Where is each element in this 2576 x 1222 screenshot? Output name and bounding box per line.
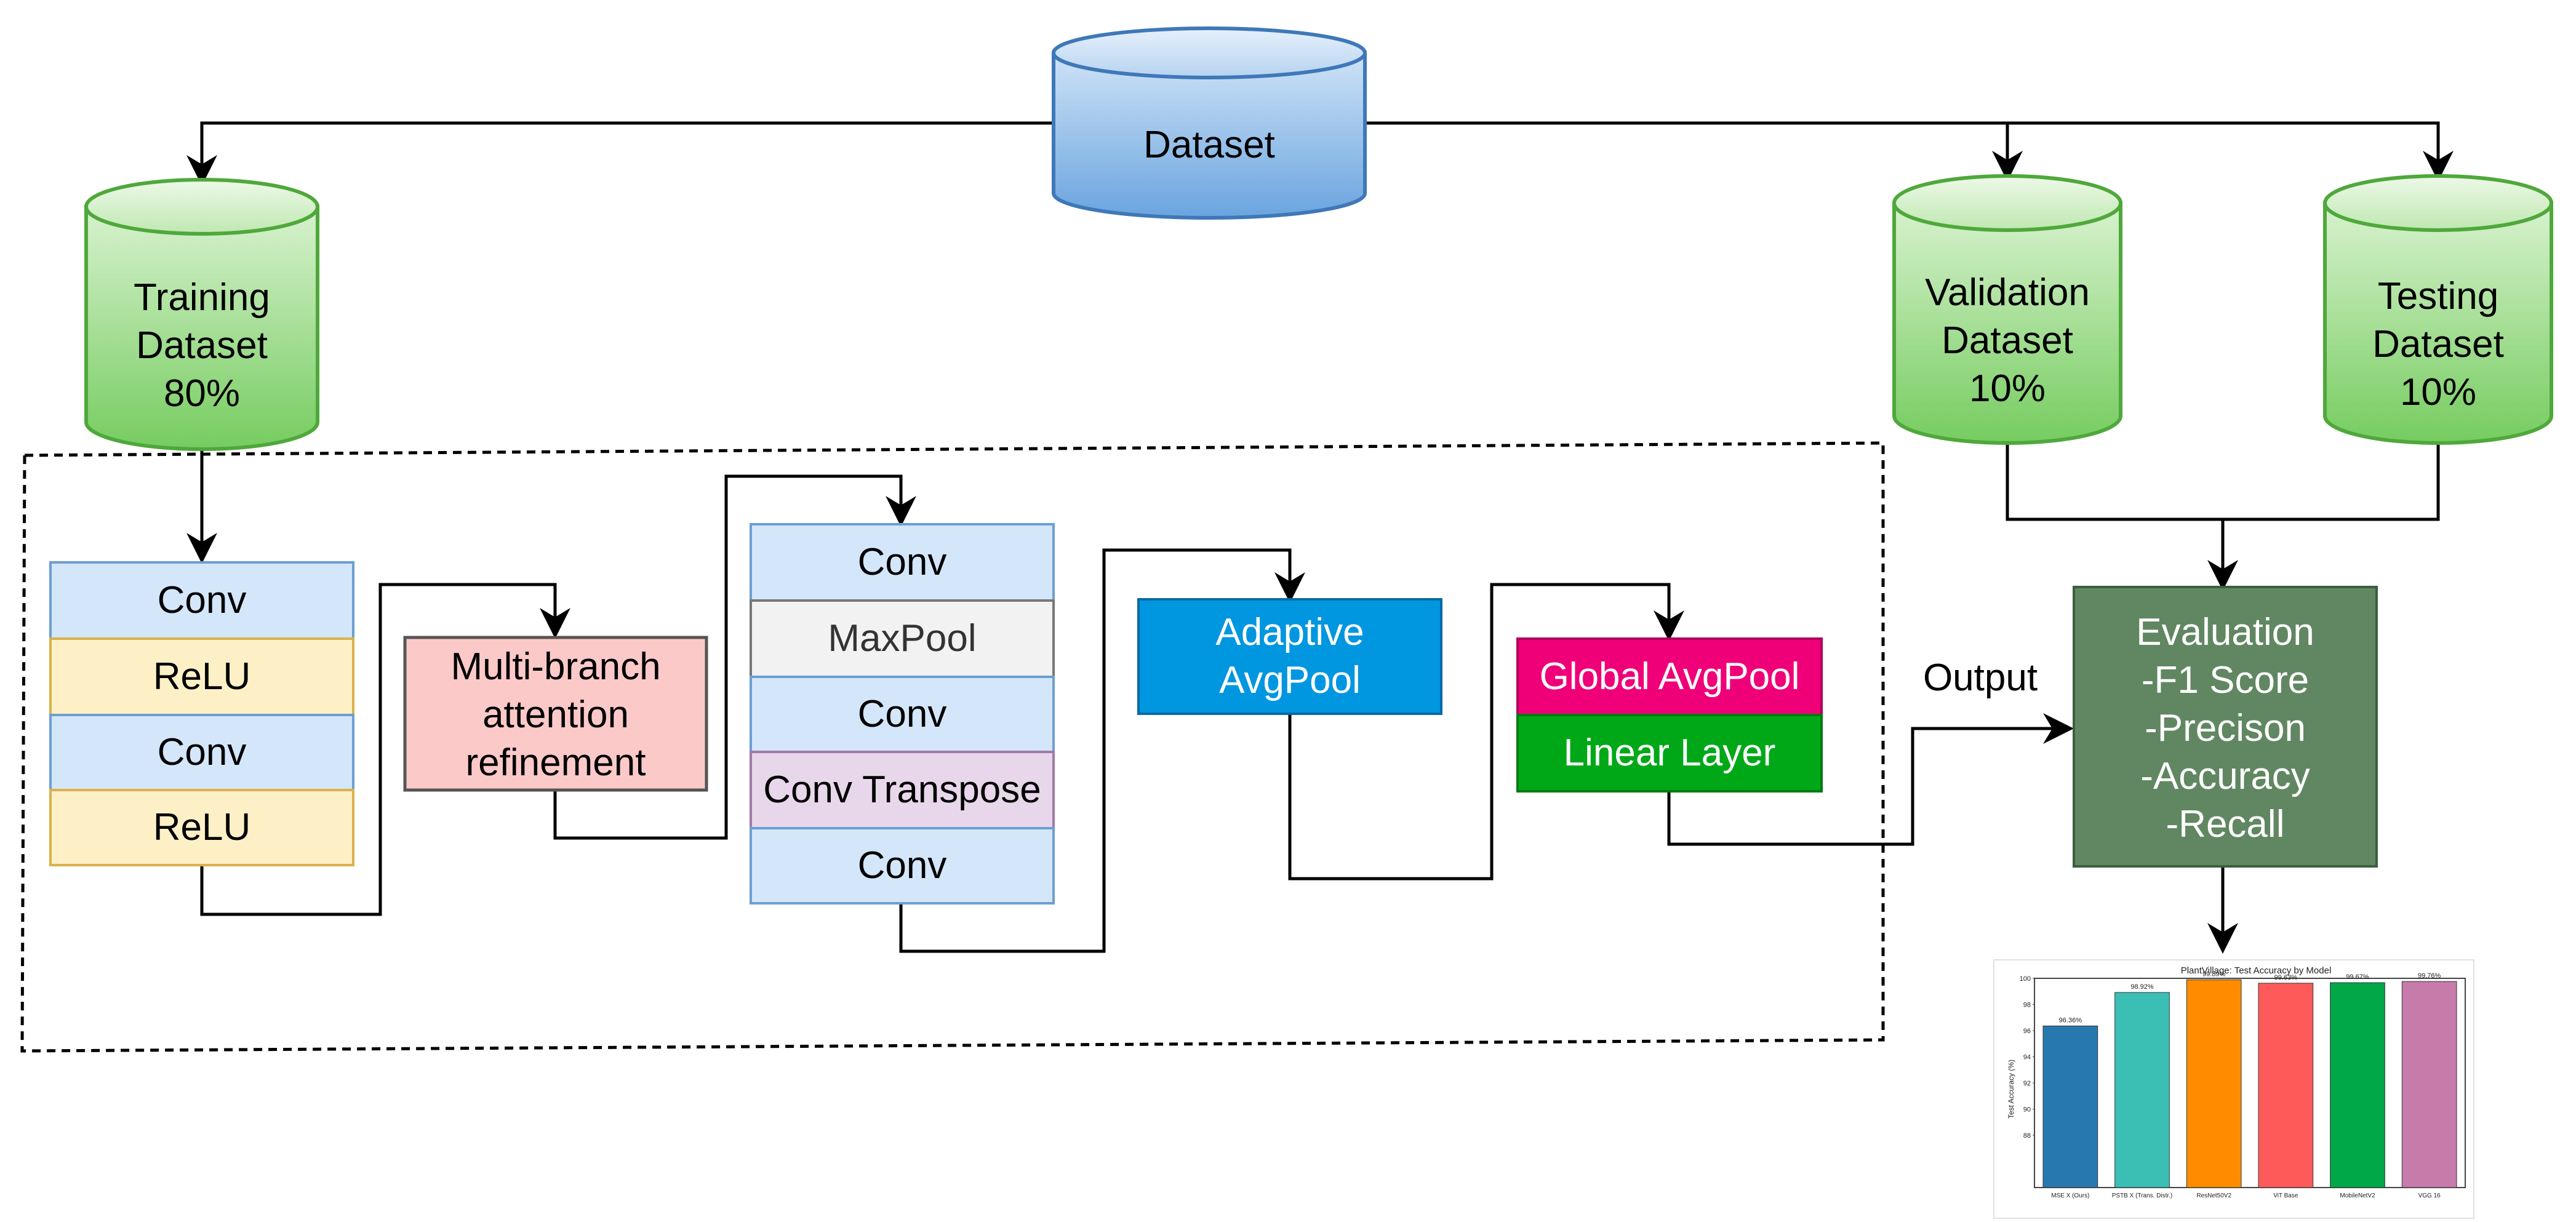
- arrow-stem-to-attention: [200, 583, 570, 916]
- chart-value-label: 99.76%: [2418, 972, 2441, 980]
- training-label-3: 80%: [164, 372, 240, 415]
- arrow-linear-to-evaluation: [1667, 713, 2074, 846]
- stem-block: Conv ReLU Conv ReLU: [49, 561, 354, 866]
- enc-conv-transpose: Conv Transpose: [763, 769, 1041, 811]
- evaluation-recall: -Recall: [2166, 803, 2285, 845]
- chart-title: PlantVillage: Test Accuracy by Model: [2181, 965, 2332, 976]
- testing-label-3: 10%: [2400, 371, 2476, 413]
- accuracy-bar-chart: PlantVillage: Test Accuracy by Model Tes…: [1993, 959, 2474, 1219]
- chart-category-label: MSE X (Ours): [2051, 1192, 2089, 1199]
- adaptive-label-1: Adaptive: [1215, 611, 1364, 653]
- validation-dataset-cylinder: Validation Dataset 10%: [1892, 174, 2122, 445]
- enc-conv-3: Conv: [858, 844, 947, 887]
- testing-label-1: Testing: [2378, 275, 2498, 317]
- chart-bar: [2114, 992, 2170, 1188]
- arrow-dataset-to-testing: [2007, 121, 2454, 182]
- adaptive-label-2: AvgPool: [1219, 659, 1361, 701]
- evaluation-title: Evaluation: [2136, 611, 2314, 653]
- enc-conv-2: Conv: [858, 693, 947, 735]
- arrow-dataset-to-validation: [1365, 121, 2023, 182]
- linear-layer-label: Linear Layer: [1564, 732, 1776, 774]
- chart-marks: 100 98 96 94 92 90 88 96.36% MSE X (Ours) 98.92% P…: [2020, 970, 2457, 1199]
- chart-bar: [2401, 981, 2457, 1188]
- enc-conv-1: Conv: [858, 541, 947, 583]
- chart-ylabel: Test Accuracy (%): [2007, 1060, 2015, 1119]
- evaluation-f1: -F1 Score: [2142, 659, 2309, 701]
- adaptive-pool-block: Adaptive AvgPool: [1137, 598, 1442, 715]
- chart-bar: [2330, 982, 2385, 1188]
- attention-label-3: refinement: [466, 741, 646, 784]
- attention-block: Multi-branch attention refinement: [403, 636, 708, 792]
- head-block: Global AvgPool Linear Layer: [1516, 637, 1823, 793]
- chart-ytick-label: 100: [2020, 975, 2031, 983]
- chart-category-label: ViT Base: [2273, 1192, 2298, 1199]
- testing-dataset-cylinder: Testing Dataset 10%: [2323, 174, 2553, 445]
- chart-value-label: 99.63%: [2274, 974, 2298, 981]
- stem-conv-2: Conv: [158, 731, 247, 773]
- chart-ytick-label: 92: [2023, 1080, 2031, 1087]
- encoder-decoder-block: Conv MaxPool Conv Conv Transpose Conv: [750, 523, 1055, 905]
- stem-relu-2: ReLU: [153, 806, 251, 849]
- evaluation-accuracy: -Accuracy: [2140, 755, 2310, 797]
- chart-category-label: ResNet50V2: [2196, 1192, 2231, 1199]
- chart-value-label: 99.67%: [2346, 973, 2369, 981]
- stem-conv-1: Conv: [158, 579, 247, 621]
- chart-value-label: 96.36%: [2059, 1016, 2082, 1024]
- arrow-dataset-to-training: [186, 121, 1054, 186]
- global-avgpool-label: Global AvgPool: [1540, 655, 1800, 698]
- arrow-encoder-to-adaptive: [899, 548, 1305, 953]
- testing-label-2: Dataset: [2372, 323, 2504, 365]
- chart-value-label: 99.89%: [2202, 970, 2226, 978]
- chart-ytick-label: 98: [2023, 1002, 2031, 1009]
- enc-maxpool: MaxPool: [828, 617, 976, 660]
- chart-category-label: MobileNetV2: [2340, 1192, 2375, 1199]
- attention-label-1: Multi-branch: [450, 645, 660, 688]
- arrow-adaptive-to-global: [1288, 583, 1684, 881]
- chart-ytick-label: 96: [2023, 1028, 2031, 1035]
- stem-relu-1: ReLU: [153, 655, 251, 698]
- chart-ytick-label: 88: [2023, 1132, 2031, 1140]
- chart-value-label: 98.92%: [2130, 983, 2154, 991]
- validation-label-2: Dataset: [1942, 319, 2073, 362]
- chart-ytick-label: 90: [2023, 1106, 2031, 1114]
- dataset-cylinder: Dataset: [1052, 26, 1367, 220]
- chart-bar: [2186, 979, 2242, 1188]
- validation-label-1: Validation: [1925, 271, 2090, 314]
- arrow-attention-to-encoder: [553, 474, 916, 840]
- output-label: Output: [1923, 657, 2038, 699]
- attention-label-2: attention: [482, 693, 629, 736]
- dataset-label: Dataset: [1143, 124, 1275, 166]
- evaluation-precision: -Precison: [2145, 707, 2306, 749]
- chart-ytick-label: 94: [2023, 1054, 2031, 1061]
- model-boundary: [20, 441, 1885, 1053]
- chart-category-label: VGG 16: [2418, 1192, 2441, 1199]
- chart-bar: [2258, 983, 2314, 1188]
- training-label-2: Dataset: [136, 324, 268, 367]
- training-label-1: Training: [134, 276, 270, 319]
- evaluation-block: Evaluation -F1 Score -Precison -Accuracy…: [2073, 586, 2378, 868]
- training-dataset-cylinder: Training Dataset 80%: [84, 178, 319, 451]
- connectors: [186, 121, 2454, 954]
- line-validation-to-merge: [2006, 443, 2440, 521]
- chart-bar: [2042, 1025, 2098, 1188]
- chart-category-label: PSTB X (Trans. Distr.): [2112, 1192, 2173, 1199]
- validation-label-3: 10%: [1969, 367, 2046, 410]
